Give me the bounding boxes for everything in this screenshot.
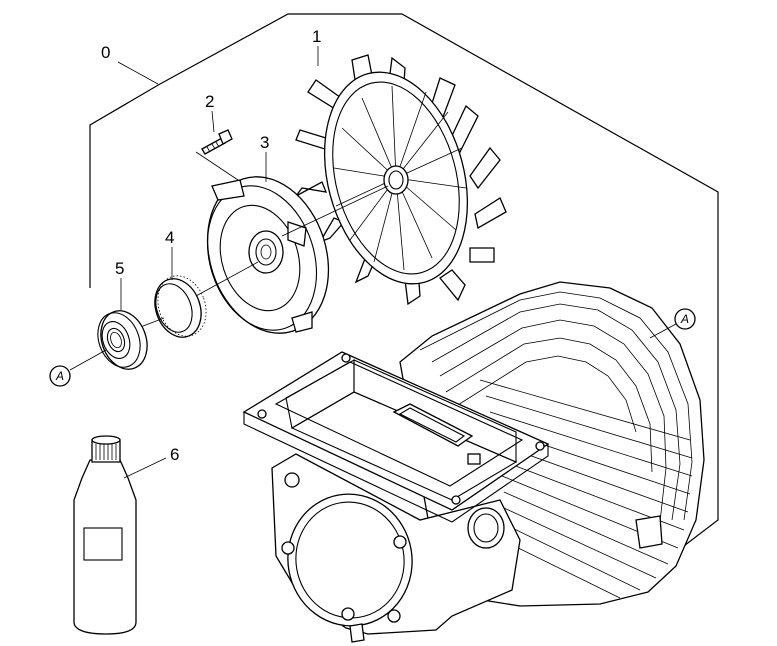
callout-3[interactable]: 3 — [260, 133, 269, 182]
svg-text:A: A — [680, 312, 689, 326]
callout-0[interactable]: 0 — [101, 43, 159, 85]
screw-leader — [195, 151, 239, 181]
svg-text:3: 3 — [260, 133, 269, 152]
reference-marker-left: A — [49, 349, 107, 387]
svg-text:1: 1 — [312, 27, 321, 46]
callout-2[interactable]: 2 — [205, 92, 214, 133]
bearing-part — [97, 310, 148, 370]
callout-6[interactable]: 6 — [123, 445, 179, 479]
cover-to-fan-leader — [281, 185, 389, 237]
reference-marker-right: A — [649, 308, 696, 339]
fan-part — [295, 54, 507, 306]
screw-part — [201, 129, 233, 155]
ring-to-cover-leader — [195, 261, 259, 297]
callout-4[interactable]: 4 — [165, 228, 174, 280]
end-cover-part — [206, 176, 330, 334]
svg-text:5: 5 — [115, 259, 124, 278]
svg-text:4: 4 — [165, 228, 174, 247]
assembly-bracket — [89, 13, 719, 553]
motor-housing-part — [242, 281, 705, 643]
callout-5[interactable]: 5 — [115, 259, 124, 310]
svg-text:0: 0 — [101, 43, 110, 62]
svg-text:6: 6 — [170, 445, 179, 464]
oil-bottle-part — [73, 435, 137, 635]
svg-text:A: A — [55, 369, 64, 383]
callout-1[interactable]: 1 — [312, 27, 321, 66]
svg-text:2: 2 — [205, 92, 214, 111]
ring-part — [154, 275, 207, 338]
